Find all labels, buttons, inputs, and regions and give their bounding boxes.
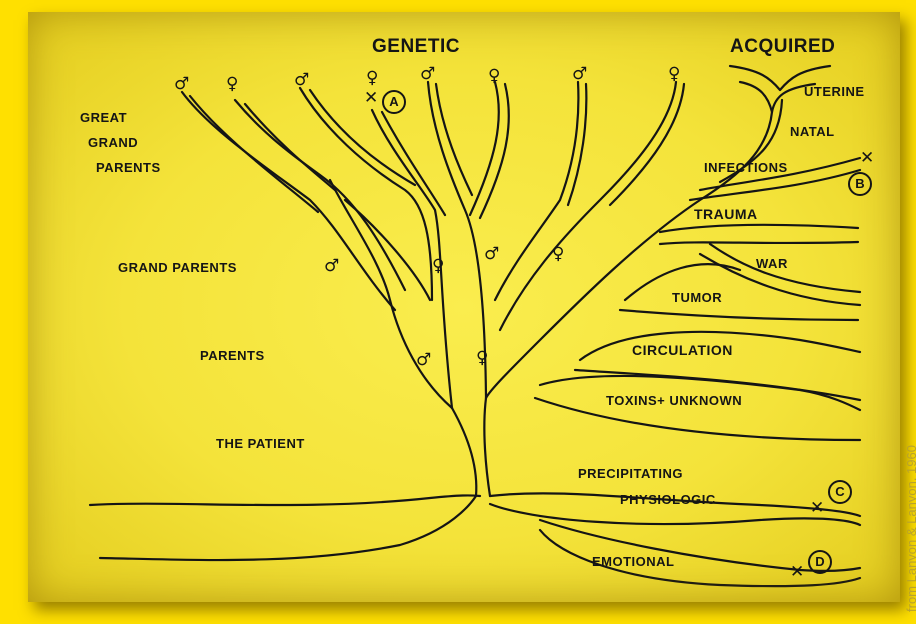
heading-acquired: ACQUIRED xyxy=(730,36,835,58)
cross-icon-a: ✕ xyxy=(364,88,378,108)
male-icon: ♂ xyxy=(294,70,309,90)
label-parents-ggp: PARENTS xyxy=(96,160,161,175)
male-icon: ♂ xyxy=(324,256,339,276)
label-emotional: EMOTIONAL xyxy=(592,554,675,569)
label-the-patient: THE PATIENT xyxy=(216,436,305,451)
marker-a: A xyxy=(382,90,406,114)
female-icon: ♀ xyxy=(432,256,444,276)
male-icon: ♂ xyxy=(416,350,431,370)
female-icon: ♀ xyxy=(366,68,378,88)
label-great: GREAT xyxy=(80,110,127,125)
marker-b: B xyxy=(848,172,872,196)
female-icon: ♀ xyxy=(668,64,680,84)
male-icon: ♂ xyxy=(572,64,587,84)
female-icon: ♀ xyxy=(552,244,564,264)
twig-ggp-2 xyxy=(235,100,405,290)
branch-parents-left xyxy=(330,180,452,408)
cross-icon-c: ✕ xyxy=(810,498,824,518)
twig-ggp-3 xyxy=(300,88,432,300)
twig-ggp-7 xyxy=(495,82,578,300)
label-grand: GRAND xyxy=(88,135,138,150)
label-infections: INFECTIONS xyxy=(704,160,788,175)
cross-icon-b: ✕ xyxy=(860,148,874,168)
branch-trauma xyxy=(660,225,858,232)
cross-icon-d: ✕ xyxy=(790,562,804,582)
label-trauma: TRAUMA xyxy=(694,206,758,222)
female-icon: ♀ xyxy=(226,74,238,94)
label-tumor: TUMOR xyxy=(672,290,722,305)
twig-ggp-1 xyxy=(182,92,395,310)
ground-left xyxy=(90,495,480,505)
male-icon: ♂ xyxy=(484,244,499,264)
trunk-right xyxy=(484,398,490,496)
heading-genetic: GENETIC xyxy=(372,36,460,58)
female-icon: ♀ xyxy=(476,348,488,368)
marker-d: D xyxy=(808,550,832,574)
label-precipitating: PRECIPITATING xyxy=(578,466,683,481)
label-circulation: CIRCULATION xyxy=(632,342,733,358)
male-icon: ♂ xyxy=(174,74,189,94)
label-grand-parents: GRAND PARENTS xyxy=(118,260,237,275)
label-war: WAR xyxy=(756,256,788,271)
label-parents: PARENTS xyxy=(200,348,265,363)
label-toxins: TOXINS+ UNKNOWN xyxy=(606,393,742,408)
image-credit: from Lanyon & Lanyon, 1960 xyxy=(904,445,916,612)
male-icon: ♂ xyxy=(420,64,435,84)
label-uterine: UTERINE xyxy=(804,84,865,99)
trunk xyxy=(452,408,476,496)
twig-ggp-6 xyxy=(470,82,499,215)
female-icon: ♀ xyxy=(488,66,500,86)
marker-c: C xyxy=(828,480,852,504)
label-physiologic: PHYSIOLOGIC xyxy=(620,492,716,507)
label-natal: NATAL xyxy=(790,124,835,139)
